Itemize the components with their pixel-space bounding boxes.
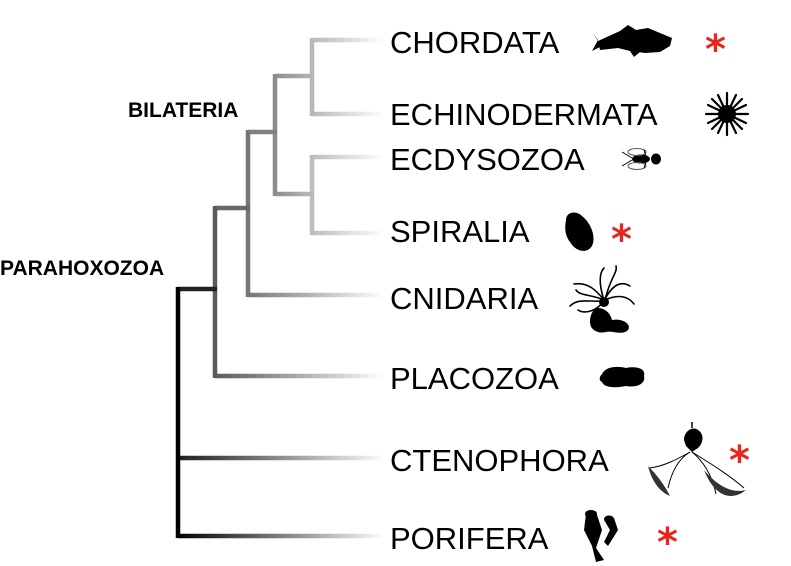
- sea-anemone-icon: [569, 265, 635, 333]
- fly-icon: [621, 148, 661, 170]
- marker-ctenophora: *: [729, 438, 750, 484]
- taxon-label-echinodermata: ECHINODERMATA: [390, 97, 658, 132]
- sea-urchin-icon: [704, 91, 750, 137]
- tree-branches: [175, 37, 385, 539]
- clade-label-bilateria: BILATERIA: [128, 99, 238, 122]
- sponge-icon: [584, 510, 618, 562]
- taxon-label-ctenophora: CTENOPHORA: [390, 443, 609, 478]
- comb-jelly-icon: [648, 422, 746, 496]
- taxon-label-placozoa: PLACOZOA: [390, 361, 559, 396]
- snail-icon: [565, 212, 594, 251]
- marker-porifera: *: [657, 520, 678, 566]
- taxon-label-ecdysozoa: ECDYSOZOA: [390, 142, 585, 177]
- fish-icon: [592, 25, 672, 57]
- marker-chordata: *: [705, 27, 726, 73]
- taxon-label-chordata: CHORDATA: [390, 25, 560, 60]
- placozoan-icon: [599, 366, 645, 388]
- clade-label-parahoxozoa: PARAHOXOZOA: [0, 257, 164, 280]
- marker-spiralia: *: [611, 217, 632, 263]
- taxon-label-spiralia: SPIRALIA: [390, 214, 530, 249]
- taxon-label-cnidaria: CNIDARIA: [390, 281, 538, 316]
- taxon-label-porifera: PORIFERA: [390, 521, 549, 556]
